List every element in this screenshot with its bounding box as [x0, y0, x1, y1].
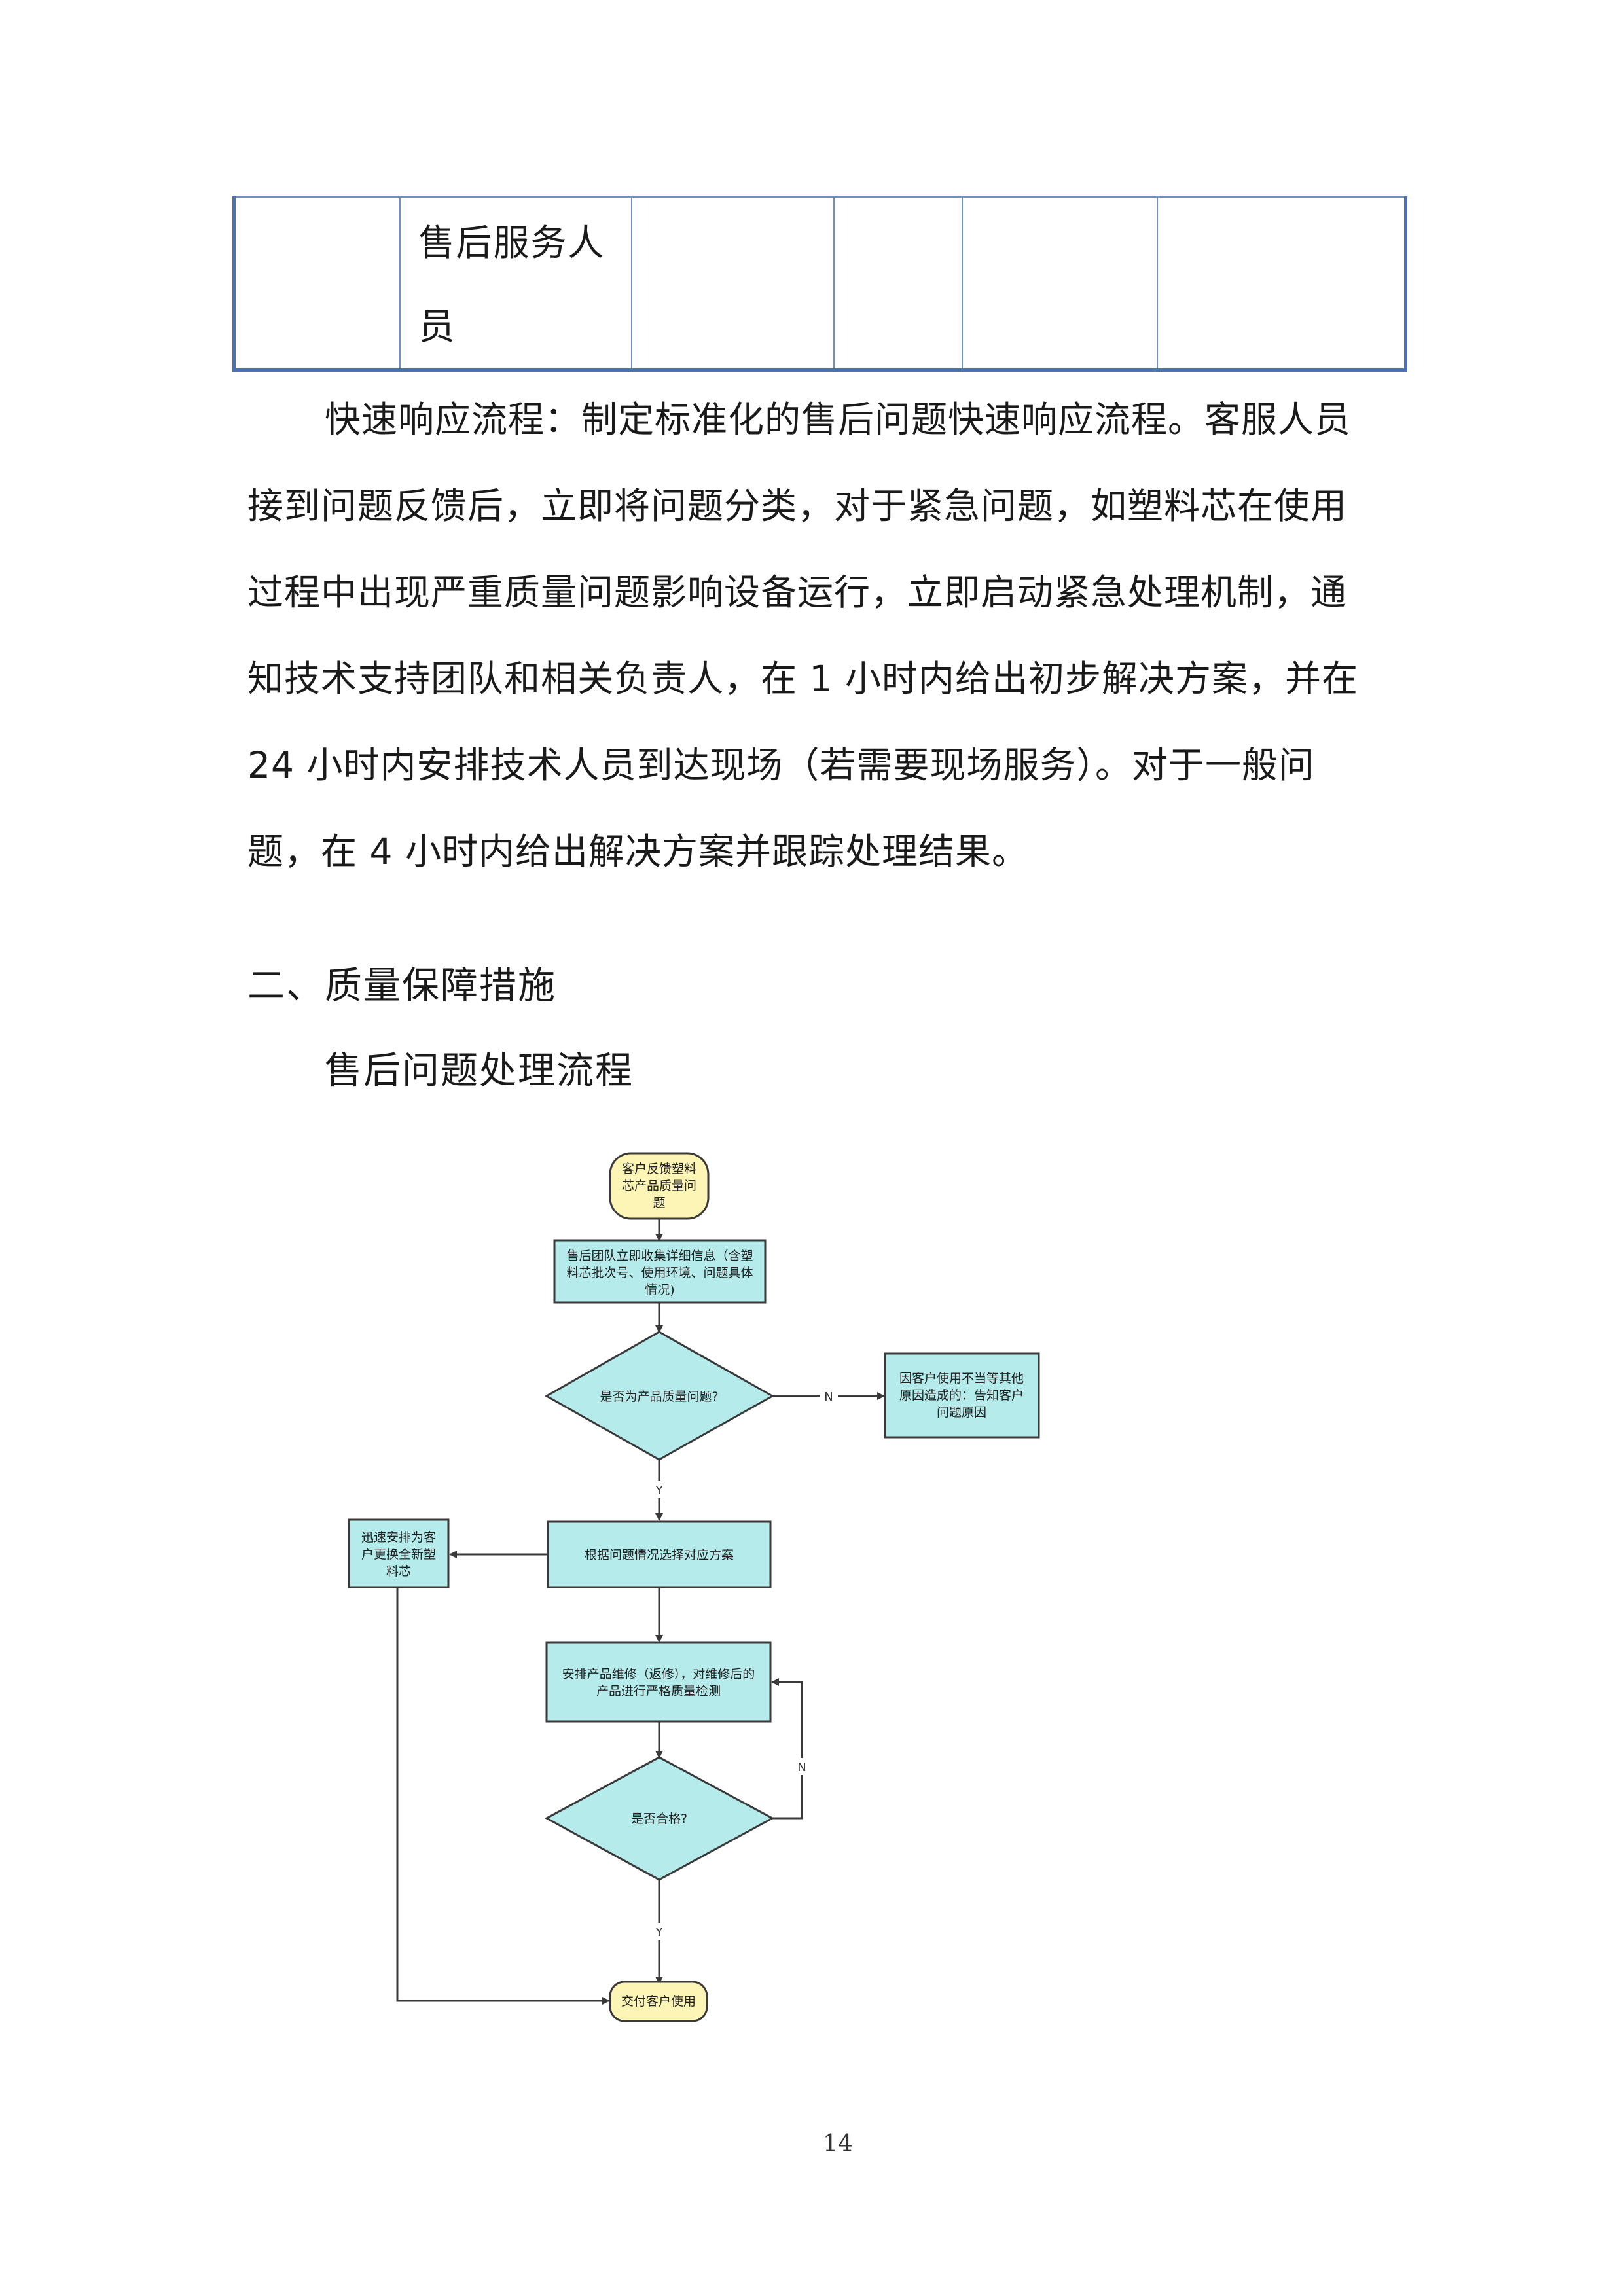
replace-line: 料芯 — [386, 1564, 411, 1579]
label-yes: Y — [655, 1926, 664, 1939]
paragraph-line: 知技术支持团队和相关负责人，在 1 小时内给出初步解决方案，并在 — [247, 658, 1358, 700]
table-cell — [833, 196, 963, 371]
cell-line: 员 — [418, 306, 456, 348]
paragraph-line: 24 小时内安排技术人员到达现场（若需要现场服务）。对于一般问 — [247, 744, 1315, 786]
cell-line: 售后服务人 — [418, 222, 605, 264]
start-node: 客户反馈塑料 芯产品质量问 题 — [609, 1152, 710, 1220]
collect-line: 情况) — [645, 1283, 674, 1297]
decision-quality-node: 是否为产品质量问题? — [544, 1331, 775, 1461]
replace-line: 户更换全新塑 — [361, 1547, 436, 1562]
start-line: 芯产品质量问 — [622, 1179, 696, 1193]
paragraph-line: 题，在 4 小时内给出解决方案并跟踪处理结果。 — [247, 831, 1028, 872]
other-cause-line: 因客户使用不当等其他 — [899, 1371, 1024, 1386]
arrow-decision2-no-loop — [771, 1678, 803, 1820]
arrow-replace-to-end — [396, 1587, 610, 2005]
end-node: 交付客户使用 — [609, 1981, 708, 2022]
table-cell — [1156, 196, 1407, 371]
table-cell — [233, 196, 401, 371]
other-cause-line: 问题原因 — [937, 1405, 986, 1420]
repair-node: 安排产品维修（返修），对维修后的 产品进行严格质量检测 — [545, 1641, 772, 1723]
label-yes: Y — [655, 1484, 664, 1498]
end-text: 交付客户使用 — [621, 1994, 696, 2009]
start-line: 客户反馈塑料 — [622, 1162, 696, 1176]
choose-plan-node: 根据问题情况选择对应方案 — [547, 1520, 772, 1588]
section-heading: 二、质量保障措施 — [247, 964, 556, 1007]
choose-plan-text: 根据问题情况选择对应方案 — [585, 1548, 734, 1562]
table-fragment: 售后服务人 员 — [232, 196, 1407, 372]
collect-line: 料芯批次号、使用环境、问题具体 — [566, 1266, 753, 1280]
decision-pass-node: 是否合格? — [544, 1756, 775, 1881]
paragraph-line: 接到问题反馈后，立即将问题分类，对于紧急问题，如塑料芯在使用 — [247, 485, 1348, 527]
paragraph-line: 过程中出现严重质量问题影响设备运行，立即启动紧急处理机制，通 — [247, 571, 1348, 613]
flow-connectors — [396, 1219, 885, 2005]
decision-text: 是否合格? — [631, 1812, 687, 1826]
table-cell: 售后服务人 员 — [399, 196, 632, 371]
other-cause-line: 原因造成的：告知客户 — [899, 1388, 1024, 1403]
table-cell — [630, 196, 835, 371]
replace-line: 迅速安排为客 — [361, 1530, 436, 1545]
paragraph-line: 快速响应流程：制定标准化的售后问题快速响应流程。客服人员 — [325, 399, 1352, 440]
start-line: 题 — [653, 1196, 665, 1210]
page-number: 14 — [823, 2130, 853, 2157]
collect-line: 售后团队立即收集详细信息（含塑 — [566, 1249, 753, 1263]
repair-line: 安排产品维修（返修），对维修后的 — [562, 1667, 755, 1681]
table-cell — [961, 196, 1158, 371]
table-cell-text: 售后服务人 员 — [401, 198, 631, 368]
repair-line: 产品进行严格质量检测 — [596, 1684, 721, 1698]
replace-node: 迅速安排为客 户更换全新塑 料芯 — [348, 1518, 450, 1588]
decision-text: 是否为产品质量问题? — [600, 1390, 718, 1404]
collect-info-node: 售后团队立即收集详细信息（含塑 料芯批次号、使用环境、问题具体 情况) — [553, 1239, 767, 1304]
other-cause-node: 因客户使用不当等其他 原因造成的：告知客户 问题原因 — [884, 1352, 1040, 1439]
label-no: N — [824, 1390, 833, 1404]
label-no: N — [797, 1761, 806, 1774]
flowchart-title: 售后问题处理流程 — [325, 1049, 634, 1092]
